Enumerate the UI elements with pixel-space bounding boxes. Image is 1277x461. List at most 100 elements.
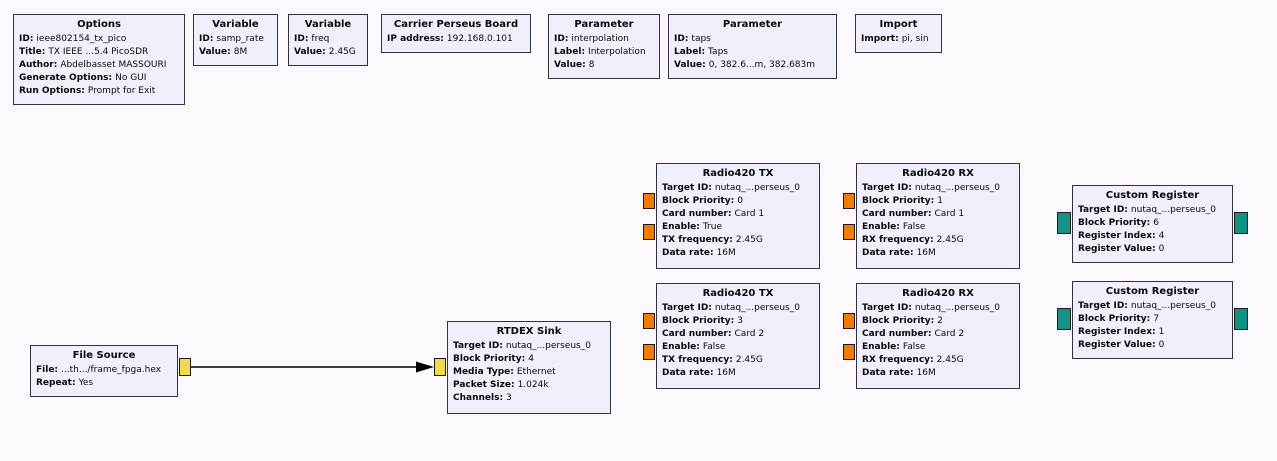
block-title: File Source (72, 350, 136, 361)
block-title: Custom Register (1105, 190, 1200, 201)
param-line: Target ID:nutaq_...perseus_0 (1078, 205, 1216, 215)
param-line: Author:Abdelbasset MASSOURI (19, 60, 167, 70)
port-in1-radio420-rx-1[interactable] (843, 224, 855, 240)
param-line: Enable:False (862, 342, 926, 352)
param-line: Value:2.45G (294, 47, 356, 57)
param-line: Data rate:16M (662, 368, 736, 378)
block-title: Radio420 RX (902, 288, 974, 299)
param-line: Packet Size:1.024k (453, 380, 549, 390)
port-in1-radio420-tx-1[interactable] (643, 224, 655, 240)
param-line: Register Value:0 (1078, 340, 1165, 350)
block-title: Carrier Perseus Board (393, 19, 519, 30)
block-title: Import (879, 19, 918, 30)
param-line: Target ID:nutaq_...perseus_0 (1078, 301, 1216, 311)
param-line: Label:Interpolation (554, 47, 646, 57)
param-line: Data rate:16M (862, 248, 936, 258)
block-radio420-tx-1[interactable]: Radio420 TX Target ID:nutaq_...perseus_0… (643, 163, 820, 269)
param-line: Enable:True (662, 222, 722, 232)
port-in1-radio420-rx-2[interactable] (843, 344, 855, 360)
port-out-custom-register-1[interactable] (1234, 212, 1248, 234)
param-line: Data rate:16M (662, 248, 736, 258)
block-radio420-tx-2[interactable]: Radio420 TX Target ID:nutaq_...perseus_0… (643, 283, 820, 389)
block-custom-register-1[interactable]: Custom Register Target ID:nutaq_...perse… (1057, 185, 1248, 263)
block-file-source[interactable]: File Source File:...th.../frame_fpga.hex… (30, 345, 191, 397)
param-line: Title:TX IEEE ...5.4 PicoSDR (19, 47, 149, 57)
block-title: Custom Register (1105, 286, 1200, 297)
block-options[interactable]: Options ID:ieee802154_tx_pico Title:TX I… (13, 14, 185, 105)
param-line: ID:interpolation (554, 34, 629, 44)
block-parameter-interpolation[interactable]: Parameter ID:interpolation Label:Interpo… (548, 14, 660, 79)
param-line: File:...th.../frame_fpga.hex (36, 365, 162, 375)
port-in0-radio420-tx-2[interactable] (643, 313, 655, 329)
param-line: Repeat:Yes (36, 378, 94, 388)
port-in-rtdex-sink[interactable] (434, 358, 446, 376)
block-title: Parameter (574, 19, 634, 30)
param-line: ID:samp_rate (199, 34, 264, 44)
block-title: Options (77, 19, 121, 30)
block-title: Radio420 TX (702, 288, 774, 299)
param-line: Block Priority:7 (1078, 314, 1159, 324)
param-line: Data rate:16M (862, 368, 936, 378)
port-in-custom-register-1[interactable] (1057, 212, 1071, 234)
param-line: TX frequency:2.45G (662, 355, 763, 365)
block-title: Radio420 RX (902, 168, 974, 179)
block-title: Parameter (722, 19, 783, 30)
param-line: Block Priority:0 (662, 196, 743, 206)
param-line: ID:taps (674, 34, 711, 44)
param-line: Enable:False (662, 342, 726, 352)
param-line: ID:freq (294, 34, 330, 44)
param-line: IP address:192.168.0.101 (387, 34, 513, 44)
block-title: Variable (212, 19, 259, 30)
port-in1-radio420-tx-2[interactable] (643, 344, 655, 360)
block-import[interactable]: Import Import:pi, sin (855, 14, 942, 53)
param-line: RX frequency:2.45G (862, 355, 964, 365)
param-line: Block Priority:1 (862, 196, 943, 206)
param-line: Block Priority:2 (862, 316, 943, 326)
connection-file-source-to-rtdex-sink[interactable] (190, 361, 434, 373)
param-line: Target ID:nutaq_...perseus_0 (862, 183, 1000, 193)
param-line: Register Index:4 (1078, 231, 1165, 241)
param-line: Label:Taps (674, 47, 728, 57)
port-in0-radio420-tx-1[interactable] (643, 193, 655, 209)
param-line: TX frequency:2.45G (662, 235, 763, 245)
param-line: Value:8 (554, 60, 595, 70)
param-line: RX frequency:2.45G (862, 235, 964, 245)
block-title: Radio420 TX (702, 168, 774, 179)
param-line: Media Type:Ethernet (453, 367, 556, 377)
param-line: Block Priority:3 (662, 316, 743, 326)
block-radio420-rx-2[interactable]: Radio420 RX Target ID:nutaq_...perseus_0… (843, 283, 1020, 389)
param-line: Enable:False (862, 222, 926, 232)
block-carrier-perseus-board[interactable]: Carrier Perseus Board IP address:192.168… (381, 14, 531, 53)
port-in0-radio420-rx-2[interactable] (843, 313, 855, 329)
param-line: Run Options:Prompt for Exit (19, 86, 156, 96)
param-line: ID:ieee802154_tx_pico (19, 34, 127, 44)
port-in-custom-register-2[interactable] (1057, 308, 1071, 330)
param-line: Value:0, 382.6...m, 382.683m (674, 60, 816, 70)
param-line: Register Value:0 (1078, 244, 1165, 254)
block-rtdex-sink[interactable]: RTDEX Sink Target ID:nutaq_...perseus_0 … (434, 321, 611, 414)
block-variable-samp-rate[interactable]: Variable ID:samp_rate Value:8M (193, 14, 278, 66)
block-parameter-taps[interactable]: Parameter ID:taps Label:Taps Value:0, 38… (668, 14, 837, 79)
param-line: Register Index:1 (1078, 327, 1165, 337)
param-line: Channels:3 (453, 393, 512, 403)
block-title: Variable (304, 19, 352, 30)
param-line: Block Priority:6 (1078, 218, 1159, 228)
param-line: Target ID:nutaq_...perseus_0 (662, 183, 800, 193)
param-line: Target ID:nutaq_...perseus_0 (862, 303, 1000, 313)
port-in0-radio420-rx-1[interactable] (843, 193, 855, 209)
param-line: Card number:Card 2 (862, 329, 965, 339)
block-custom-register-2[interactable]: Custom Register Target ID:nutaq_...perse… (1057, 281, 1248, 359)
param-line: Card number:Card 1 (662, 209, 765, 219)
param-line: Value:8M (199, 47, 248, 57)
block-variable-freq[interactable]: Variable ID:freq Value:2.45G (288, 14, 368, 66)
port-out-file-source[interactable] (179, 358, 191, 376)
param-line: Target ID:nutaq_...perseus_0 (662, 303, 800, 313)
param-line: Card number:Card 2 (662, 329, 765, 339)
param-line: Card number:Card 1 (862, 209, 965, 219)
port-out-custom-register-2[interactable] (1234, 308, 1248, 330)
param-line: Import:pi, sin (861, 34, 929, 44)
block-radio420-rx-1[interactable]: Radio420 RX Target ID:nutaq_...perseus_0… (843, 163, 1020, 269)
block-title: RTDEX Sink (496, 326, 562, 337)
